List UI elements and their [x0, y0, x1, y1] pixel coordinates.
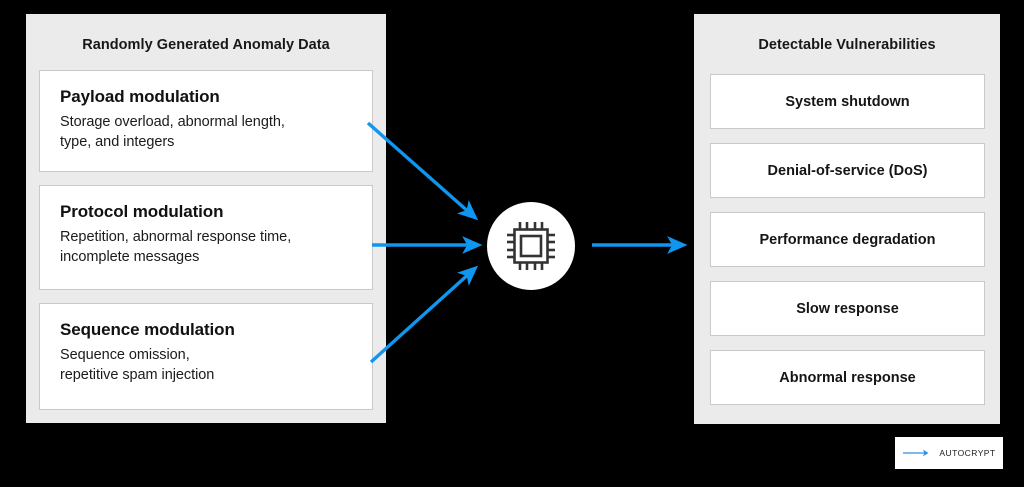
card-description: Storage overload, abnormal length, type,…	[60, 114, 285, 151]
left-panel-title: Randomly Generated Anomaly Data	[82, 37, 330, 53]
vulnerability-card-denial-of-service[interactable]: Denial-of-service (DoS)	[710, 143, 985, 198]
card-heading: Protocol modulation	[60, 202, 224, 221]
anomaly-card-payload-modulation[interactable]: Payload modulation Storage overload, abn…	[39, 70, 373, 172]
right-panel-title: Detectable Vulnerabilities	[758, 37, 936, 53]
autocrypt-logo-text: AUTOCRYPT	[939, 448, 996, 458]
arrow-sequence-to-chip	[369, 265, 479, 364]
vulnerability-card-system-shutdown[interactable]: System shutdown	[710, 74, 985, 129]
arrow-right-icon	[903, 449, 929, 457]
card-heading: Payload modulation	[60, 87, 220, 106]
card-label: System shutdown	[785, 93, 910, 110]
microchip-node[interactable]	[487, 202, 575, 290]
card-label: Abnormal response	[779, 369, 916, 386]
card-heading: Sequence modulation	[60, 320, 235, 339]
anomaly-card-list: Payload modulation Storage overload, abn…	[39, 70, 373, 423]
card-label: Slow response	[796, 300, 899, 317]
left-panel: Randomly Generated Anomaly Data Payload …	[26, 14, 386, 423]
vulnerability-card-performance-degradation[interactable]: Performance degradation	[710, 212, 985, 267]
anomaly-card-protocol-modulation[interactable]: Protocol modulation Repetition, abnormal…	[39, 185, 373, 290]
card-description: Repetition, abnormal response time, inco…	[60, 229, 292, 266]
vulnerability-card-abnormal-response[interactable]: Abnormal response	[710, 350, 985, 405]
card-description: Sequence omission, repetitive spam injec…	[60, 347, 215, 384]
card-label: Performance degradation	[759, 231, 936, 248]
card-label: Denial-of-service (DoS)	[767, 162, 928, 179]
anomaly-card-sequence-modulation[interactable]: Sequence modulation Sequence omission, r…	[39, 303, 373, 410]
autocrypt-logo: AUTOCRYPT	[895, 437, 1003, 469]
vulnerability-card-list: System shutdown Denial-of-service (DoS) …	[710, 74, 985, 419]
microchip-icon	[507, 222, 555, 270]
vulnerability-card-slow-response[interactable]: Slow response	[710, 281, 985, 336]
right-panel: Detectable Vulnerabilities System shutdo…	[694, 14, 1000, 424]
